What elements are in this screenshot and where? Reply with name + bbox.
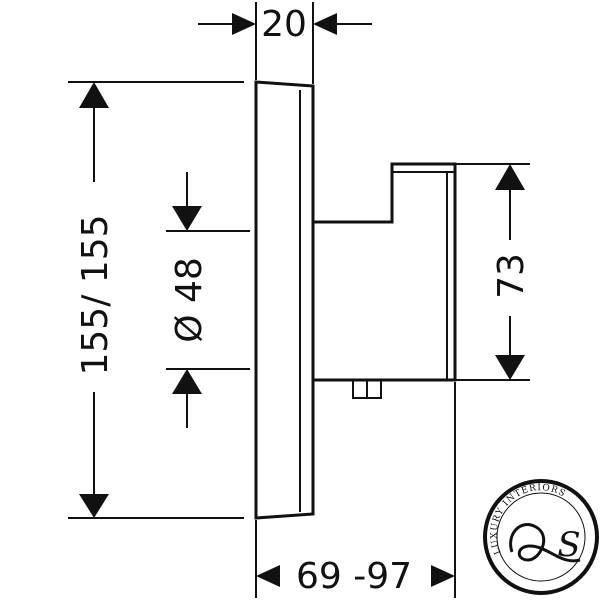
dimension-height-total-label: 155/ 155 [75,215,116,376]
dimension-diameter-label: Ø 48 [169,257,210,343]
dimension-depth-range-label: 69 -97 [296,556,412,597]
logo-monogram: S [557,525,580,565]
dimension-depth-range [255,382,456,598]
cover-plate [254,80,315,520]
dimension-height-total [68,81,244,519]
dimension-diameter [166,172,250,428]
logo-badge: LUXURY INTERIORS S [483,479,599,595]
logo-swash-icon [509,523,581,563]
dimension-module-height [455,163,530,381]
valve-body [313,162,457,399]
dimension-width-top-label: 20 [261,4,307,45]
dimension-width-top [198,2,372,84]
dimension-module-height-label: 73 [491,253,532,299]
